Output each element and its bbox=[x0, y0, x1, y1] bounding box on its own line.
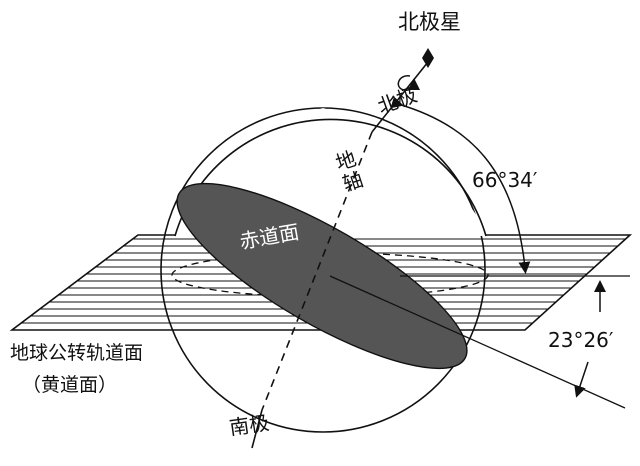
ecliptic-label: （黄道面） bbox=[22, 374, 118, 396]
obliquity-arrow-down bbox=[574, 361, 589, 398]
tilt-angle-label: 66°34′ bbox=[472, 168, 538, 192]
tilt-angle-arc bbox=[390, 96, 531, 274]
polaris-star-icon bbox=[422, 48, 434, 68]
polaris-label: 北极星 bbox=[398, 10, 461, 34]
south-pole-label: 南极 bbox=[227, 410, 271, 440]
orbit-plane-label: 地球公转轨道面 bbox=[10, 342, 144, 364]
rotation-arrow-icon bbox=[397, 75, 420, 91]
obliquity-label: 23°26′ bbox=[548, 328, 614, 352]
